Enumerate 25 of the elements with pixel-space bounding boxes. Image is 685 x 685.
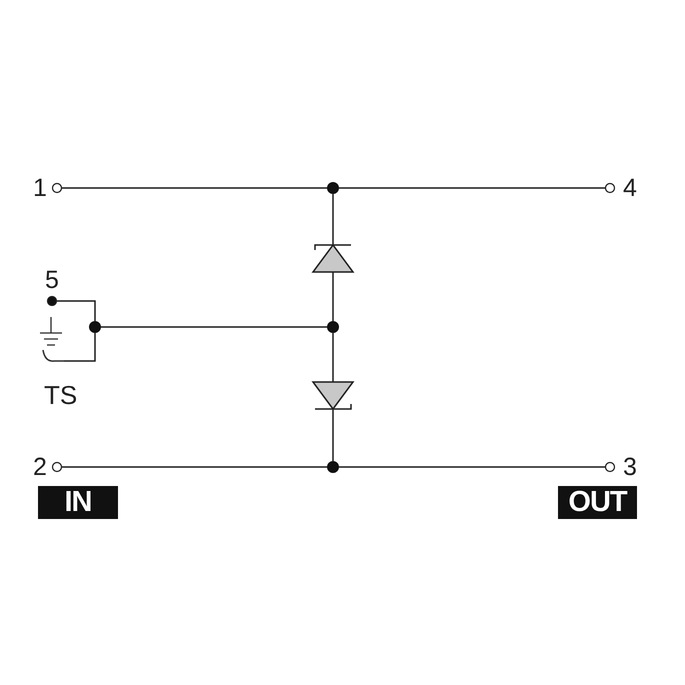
wire <box>101 326 327 328</box>
terminal-label: TS <box>44 381 78 409</box>
terminal-number: 1 <box>33 174 47 202</box>
terminal-number: 3 <box>623 453 637 481</box>
wire <box>56 300 96 321</box>
junction-dot <box>327 461 339 473</box>
terminal-number: 2 <box>33 453 47 481</box>
wire <box>332 333 334 380</box>
terminal-number: 4 <box>623 174 637 202</box>
wire <box>62 466 327 468</box>
wire <box>339 466 606 468</box>
junction-dot <box>327 182 339 194</box>
wire <box>64 333 96 362</box>
zener-diode-symbol <box>311 240 355 274</box>
wire <box>332 194 334 240</box>
junction-dot <box>327 321 339 333</box>
terminal-number: 5 <box>45 266 59 294</box>
port-label: OUT <box>558 486 637 519</box>
zener-diode-symbol <box>311 380 355 414</box>
wire <box>62 187 327 189</box>
wire <box>339 187 606 189</box>
wire <box>332 414 334 461</box>
junction-dot <box>89 321 101 333</box>
wire <box>332 274 334 321</box>
port-label: IN <box>38 486 118 519</box>
